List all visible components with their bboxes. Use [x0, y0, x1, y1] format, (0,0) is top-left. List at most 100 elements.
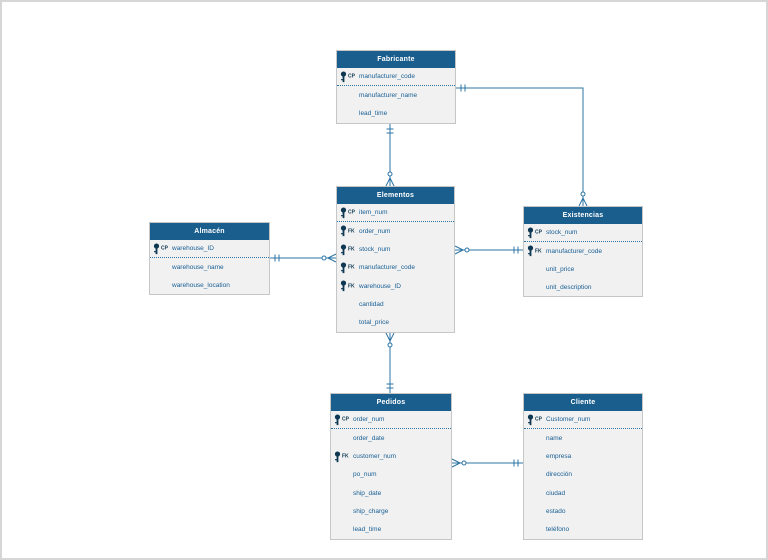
field-name: warehouse_ID	[359, 282, 401, 290]
field-name: order_date	[353, 434, 385, 442]
field-name: ship_date	[353, 489, 382, 497]
foreign-key-indicator: FK	[340, 244, 355, 255]
key-icon	[334, 451, 341, 462]
connector-cliente-pedidos	[451, 458, 523, 468]
key-icon	[340, 71, 347, 82]
key-icon	[527, 245, 534, 257]
key-type-label: CP	[535, 416, 542, 423]
field-row-almacen-warehouse_location: warehouse_location	[150, 276, 269, 294]
field-name: order_num	[359, 227, 391, 235]
key-type-label: FK	[348, 228, 355, 235]
field-row-existencias-unit_description: unit_description	[524, 278, 642, 296]
entity-title-elementos: Elementos	[337, 187, 454, 204]
field-row-pedidos-customer_num: FK customer_num	[331, 448, 451, 466]
field-name: manufacturer_code	[359, 73, 416, 81]
field-name: warehouse_name	[172, 263, 224, 271]
primary-key-indicator: CP	[334, 414, 349, 425]
field-row-cliente-estado: estado	[524, 502, 642, 520]
field-row-pedidos-po_num: po_num	[331, 466, 451, 484]
field-row-cliente-ciudad: ciudad	[524, 484, 642, 502]
foreign-key-indicator: FK	[527, 245, 542, 257]
field-name: Customer_num	[546, 416, 591, 424]
key-type-label: FK	[535, 248, 542, 254]
field-row-cliente-teléfono: teléfono	[524, 521, 642, 539]
foreign-key-indicator: FK	[340, 280, 355, 292]
field-row-pedidos-lead_time: lead_time	[331, 521, 451, 539]
field-name: teléfono	[546, 526, 570, 534]
key-type-label: CP	[348, 209, 355, 216]
field-row-fabricante-manufacturer_name: manufacturer_name	[337, 86, 455, 104]
field-row-elementos-order_num: FK order_num	[337, 222, 454, 240]
field-name: manufacturer_code	[359, 264, 416, 272]
field-row-almacen-warehouse_ID: CP warehouse_ID	[150, 240, 269, 258]
field-name: unit_price	[546, 265, 575, 273]
field-name: warehouse_location	[172, 281, 230, 289]
primary-key-indicator: CP	[340, 71, 355, 82]
field-name: manufacturer_code	[546, 247, 603, 255]
key-type-label: CP	[348, 73, 355, 80]
key-type-label: FK	[342, 453, 349, 460]
key-type-label: FK	[348, 246, 355, 253]
field-row-cliente-empresa: empresa	[524, 448, 642, 466]
field-row-cliente-Customer_num: CP Customer_num	[524, 411, 642, 430]
primary-key-indicator: CP	[527, 227, 542, 238]
key-icon	[153, 243, 160, 254]
key-icon	[334, 414, 341, 425]
field-name: stock_num	[546, 229, 578, 236]
field-row-existencias-unit_price: unit_price	[524, 260, 642, 278]
key-icon	[340, 207, 347, 218]
entity-title-pedidos: Pedidos	[331, 394, 451, 411]
field-row-elementos-cantidad: cantidad	[337, 295, 454, 313]
field-name: name	[546, 434, 563, 442]
field-name: estado	[546, 508, 566, 516]
key-icon	[527, 414, 534, 425]
field-name: ciudad	[546, 489, 566, 497]
entity-title-existencias: Existencias	[524, 207, 642, 224]
connector-almacen-elementos	[270, 253, 337, 263]
connector-fabricante-elementos	[385, 124, 395, 187]
connector-fabricante-existencias	[456, 84, 588, 207]
foreign-key-indicator: FK	[340, 262, 355, 274]
field-name: total_price	[359, 319, 389, 327]
field-name: item_num	[359, 209, 388, 217]
key-type-label: CP	[342, 416, 349, 423]
field-row-elementos-total_price: total_price	[337, 314, 454, 332]
key-icon	[340, 225, 347, 237]
field-name: ship_charge	[353, 508, 389, 516]
field-name: manufacturer_name	[359, 91, 418, 99]
primary-key-indicator: CP	[153, 243, 168, 254]
entity-title-cliente: Cliente	[524, 394, 642, 411]
field-name: empresa	[546, 453, 572, 461]
key-icon	[527, 227, 534, 238]
field-row-pedidos-order_date: order_date	[331, 429, 451, 447]
key-icon	[340, 280, 347, 292]
key-type-label: FK	[348, 264, 355, 271]
field-row-fabricante-lead_time: lead_time	[337, 105, 455, 123]
entity-title-almacen: Almacén	[150, 223, 269, 240]
field-name: cantidad	[359, 301, 384, 309]
field-row-elementos-item_num: CP item_num	[337, 204, 454, 223]
field-name: po_num	[353, 471, 377, 479]
key-icon	[340, 244, 347, 255]
field-name: warehouse_ID	[172, 245, 214, 252]
field-row-elementos-warehouse_ID: FK warehouse_ID	[337, 277, 454, 295]
field-row-fabricante-manufacturer_code: CP manufacturer_code	[337, 68, 455, 87]
field-name: stock_num	[359, 246, 391, 254]
key-type-label: FK	[348, 283, 355, 290]
field-name: dirección	[546, 471, 573, 479]
key-icon	[340, 262, 347, 274]
connector-pedidos-elementos	[385, 332, 395, 393]
foreign-key-indicator: FK	[340, 225, 355, 237]
key-type-label: CP	[161, 245, 168, 252]
primary-key-indicator: CP	[527, 414, 542, 425]
field-row-cliente-dirección: dirección	[524, 466, 642, 484]
field-name: customer_num	[353, 453, 396, 461]
